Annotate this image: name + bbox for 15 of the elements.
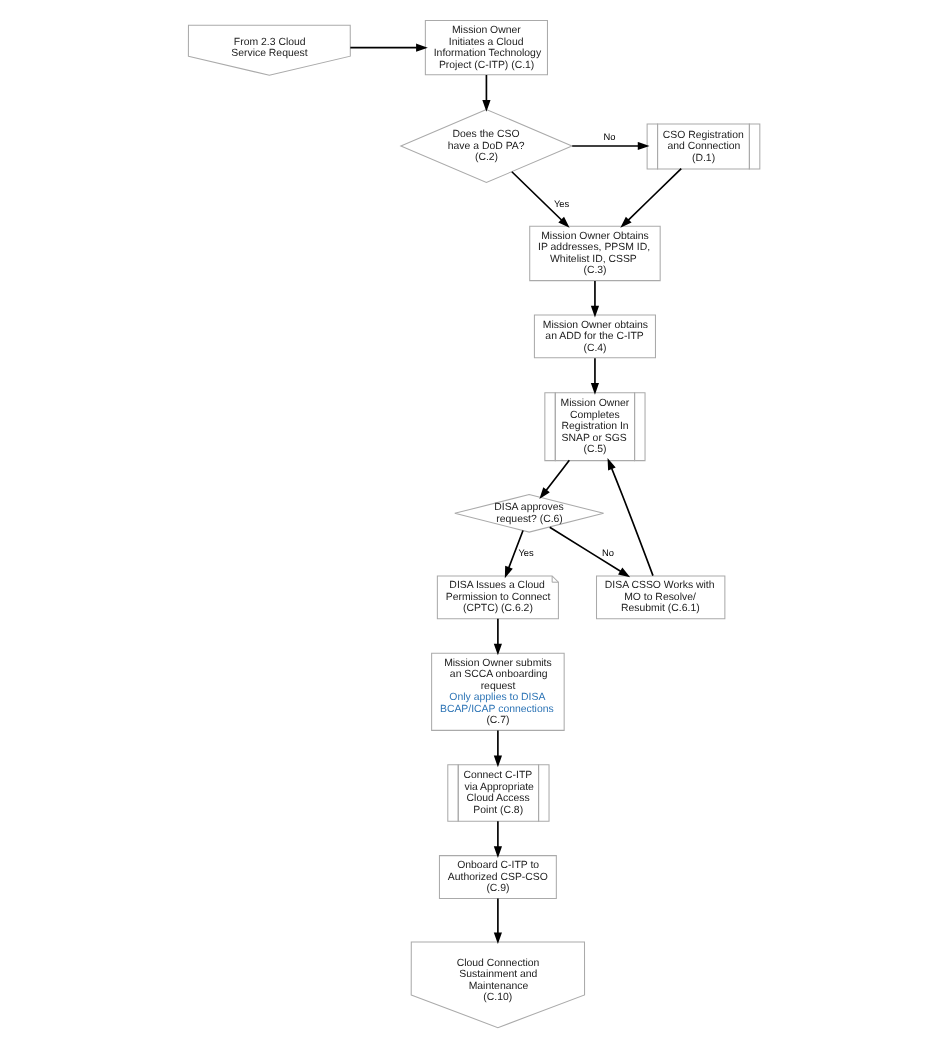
arrow [548,526,631,578]
arrow [349,43,428,52]
arrow [493,729,502,768]
arrow [493,618,502,656]
arrow [493,897,502,945]
arrow [620,167,683,228]
arrow [590,280,600,318]
arrow [590,357,600,395]
arrow [493,820,502,859]
arrow [482,74,491,112]
arrow [504,529,524,579]
arrow [607,458,654,577]
arrow [539,459,571,500]
arrow [571,141,650,151]
arrow [511,170,570,228]
